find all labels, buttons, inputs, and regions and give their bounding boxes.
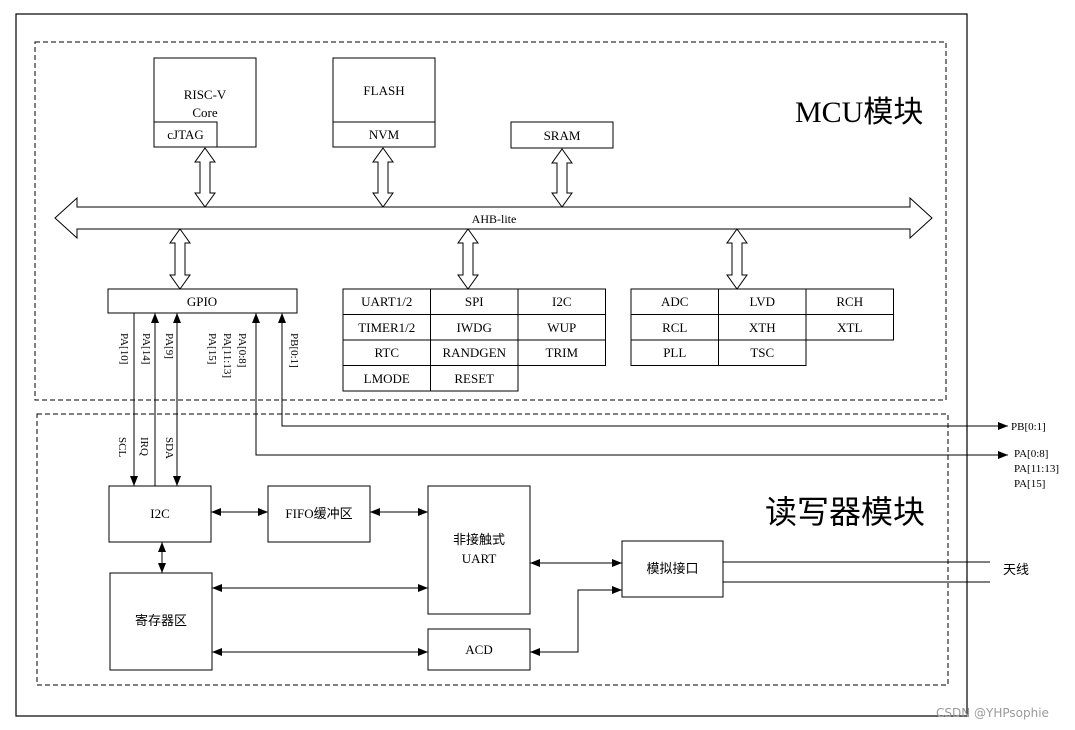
peripheral-cell <box>342 288 431 315</box>
analog-adc: ADC <box>661 294 688 309</box>
peripheral-iwdg: IWDG <box>457 320 492 335</box>
gpio-label: GPIO <box>187 294 217 309</box>
contactless-uart-label-line2: UART <box>462 551 497 566</box>
nvm-label: NVM <box>369 127 400 142</box>
pin-label-pa15: PA[15] <box>206 333 218 364</box>
flash-label: FLASH <box>363 83 404 98</box>
sram-block <box>510 121 614 149</box>
pin-label-pa11-13: PA[11:13] <box>221 333 233 378</box>
peripheral-rtc: RTC <box>374 345 399 360</box>
signal-label-irq: IRQ <box>138 437 150 456</box>
peripheral-spi: SPI <box>465 294 484 309</box>
analog-xth: XTH <box>749 320 776 335</box>
analog-cell <box>718 288 807 315</box>
register-area-block <box>109 572 213 671</box>
analog-table: ADC LVD RCH RCL XTH XTL PLL TSC <box>630 288 894 366</box>
analog-interface-block <box>621 540 724 598</box>
external-label-pb0-1: PB[0:1] <box>1011 421 1046 433</box>
reader-module-title: 读写器模块 <box>765 494 925 530</box>
peripheral-randgen: RANDGEN <box>442 345 506 360</box>
analog-rch: RCH <box>836 294 863 309</box>
peripheral-timer12: TIMER1/2 <box>358 320 415 335</box>
mcu-module-title: MCU模块 <box>795 96 923 129</box>
pin-label-pb0-1: PB[0:1] <box>288 333 300 368</box>
contactless-uart-block <box>427 485 531 615</box>
acd-label: ACD <box>465 642 492 657</box>
analog-pll: PLL <box>663 345 686 360</box>
riscv-core-label-line2: Core <box>192 105 218 120</box>
fifo-buffer-block <box>267 485 371 543</box>
sram-label: SRAM <box>544 128 581 143</box>
pin-label-pa0-8: PA[0:8] <box>236 333 248 367</box>
ahb-lite-bus-arrow <box>54 196 933 240</box>
peripherals-bus-double-arrow <box>457 228 479 290</box>
analog-tsc: TSC <box>750 345 774 360</box>
external-label-pa0-8: PA[0:8] <box>1014 448 1048 460</box>
gpio-bus-double-arrow <box>169 228 191 290</box>
reader-i2c-label: I2C <box>150 506 170 521</box>
gpio-block <box>107 288 298 314</box>
register-area-label: 寄存器区 <box>135 613 187 628</box>
signal-label-scl: SCL <box>116 437 128 457</box>
nvm-block <box>332 121 436 148</box>
peripheral-table: UART1/2 SPI I2C TIMER1/2 IWDG WUP RTC RA… <box>342 288 606 392</box>
pin-label-pa9: PA[9] <box>163 333 175 359</box>
peripheral-i2c: I2C <box>552 294 572 309</box>
analog-cell <box>630 288 719 315</box>
analog-lvd: LVD <box>749 294 775 309</box>
sram-bus-double-arrow <box>551 148 573 208</box>
ahb-lite-label: AHB-lite <box>472 212 517 226</box>
acd-block <box>427 628 531 671</box>
fifo-buffer-label: FIFO缓冲区 <box>285 506 352 521</box>
riscv-bus-double-arrow <box>194 147 216 208</box>
watermark: CSDN @YHPsophie <box>936 706 1049 720</box>
pin-label-pa10: PA[10] <box>118 333 130 364</box>
peripheral-uart12: UART1/2 <box>361 294 412 309</box>
cjtag-label: cJTAG <box>167 127 204 142</box>
peripheral-cell <box>517 288 606 315</box>
external-label-pa11-13: PA[11:13] <box>1014 463 1059 475</box>
analog-xtl: XTL <box>837 320 862 335</box>
analog-interface-label: 模拟接口 <box>646 561 698 576</box>
analog-cell <box>805 288 894 315</box>
peripheral-lmode: LMODE <box>364 371 410 386</box>
riscv-core-label-line1: RISC-V <box>184 87 227 102</box>
analog-bus-double-arrow <box>726 228 748 290</box>
pin-label-pa14: PA[14] <box>140 333 152 364</box>
flash-bus-double-arrow <box>372 147 394 208</box>
peripheral-wup: WUP <box>547 320 576 335</box>
reader-module-box <box>36 413 949 686</box>
external-label-pa15: PA[15] <box>1014 478 1045 490</box>
contactless-uart-label-line1: 非接触式 <box>453 532 505 547</box>
peripheral-reset: RESET <box>454 371 494 386</box>
cjtag-block <box>153 121 218 148</box>
acd-analog-arrow <box>530 586 622 656</box>
pa-pins-line <box>252 313 1008 459</box>
antenna-label: 天线 <box>1003 562 1029 577</box>
signal-label-sda: SDA <box>163 437 175 459</box>
peripheral-trim: TRIM <box>546 345 579 360</box>
analog-rcl: RCL <box>662 320 687 335</box>
pb-pins-line <box>278 313 1008 430</box>
